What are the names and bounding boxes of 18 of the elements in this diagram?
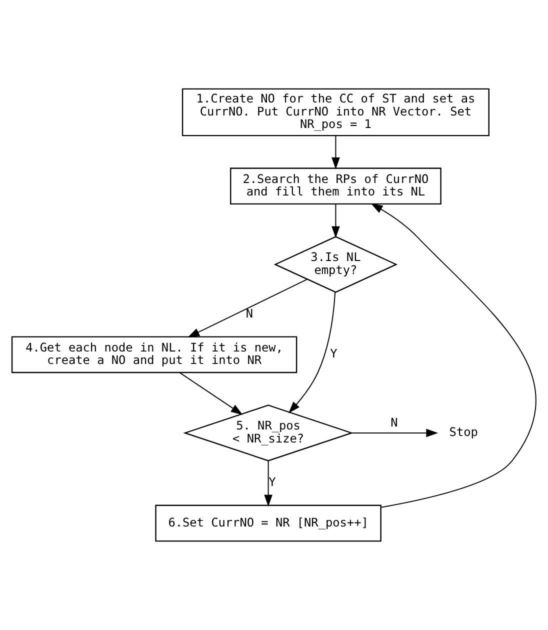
edge-label: Y bbox=[268, 475, 276, 490]
node-box: 4.Get each node in NL. If it is new, create a NO and put it into NR bbox=[11, 336, 298, 374]
arrow bbox=[370, 203, 536, 508]
node-box: 1.Create NO for the CC of ST and set as CurrNO. Put CurrNO into NR Vector. Set NR_pos = 1 bbox=[182, 88, 490, 136]
arrow bbox=[332, 135, 340, 170]
edge-label: N bbox=[246, 306, 254, 321]
edge-label: Y bbox=[330, 346, 338, 361]
node-text: Stop bbox=[449, 425, 478, 440]
arrow bbox=[351, 428, 438, 438]
node-diamond: 3.Is NL empty? bbox=[274, 236, 398, 293]
node-box: 2.Search the RPs of CurrNO and fill them into its NL bbox=[230, 168, 442, 205]
edge-label: N bbox=[390, 416, 398, 430]
arrow bbox=[288, 292, 336, 414]
arrow bbox=[188, 278, 308, 338]
arrow bbox=[332, 204, 340, 238]
arrow bbox=[179, 372, 243, 415]
node-box: 6.Set CurrNO = NR [NR_pos++] bbox=[155, 504, 382, 542]
arrow bbox=[264, 460, 272, 507]
